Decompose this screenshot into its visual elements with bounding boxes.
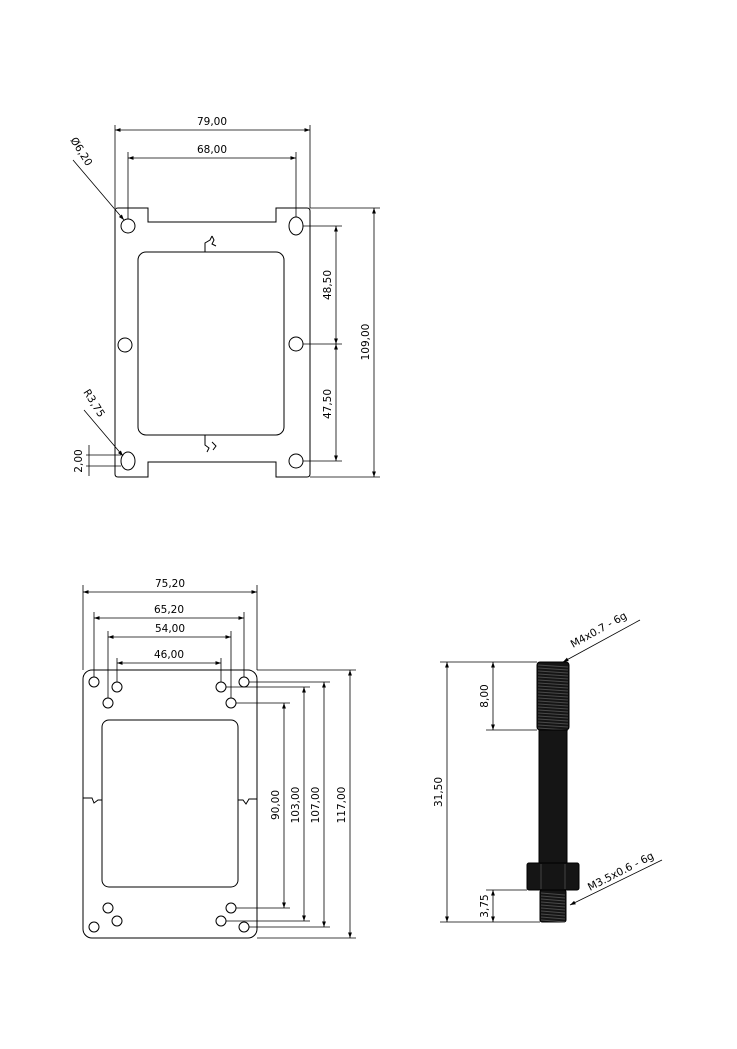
plate-b-hole-2 — [112, 682, 122, 692]
plate-b-hole-8 — [226, 903, 236, 913]
dim-65-label: 65,20 — [154, 604, 184, 616]
plate-b-hole-6 — [226, 698, 236, 708]
dim-2-label: 2,00 — [73, 449, 85, 472]
dim-diameter-leader — [73, 160, 124, 220]
plate-a-outline — [115, 208, 310, 477]
plate-a-hole-br — [289, 454, 303, 468]
plate-a-hole-mr — [289, 337, 303, 351]
dim-117-label: 117,00 — [336, 787, 348, 824]
dim-90-label: 90,00 — [270, 790, 282, 820]
plate-b-hole-11 — [89, 922, 99, 932]
plate-b: 75,20 65,20 54,00 46,00 90,00 103,00 107… — [83, 578, 356, 938]
plate-b-hole-3 — [216, 682, 226, 692]
dim-radius-label: R3,75 — [80, 387, 106, 419]
dim-107-label: 107,00 — [310, 787, 322, 824]
dim-radius-leader — [84, 410, 123, 456]
plate-b-window — [102, 720, 238, 887]
dim-109-label: 109,00 — [360, 324, 372, 361]
standoff-shaft — [539, 730, 567, 863]
dim-68-label: 68,00 — [197, 144, 227, 156]
standoff: 31,50 8,00 3,75 M4x0.7 - 6g M3.5x0.6 - 6… — [433, 610, 662, 922]
dim-48-label: 48,50 — [322, 270, 334, 300]
plate-b-hole-7 — [103, 903, 113, 913]
dim-47-label: 47,50 — [322, 389, 334, 419]
dim-31-label: 31,50 — [433, 777, 445, 807]
thread-bottom-spec: M3.5x0.6 - 6g — [586, 850, 656, 894]
plate-b-hole-12 — [239, 922, 249, 932]
plate-a-hook-bottom-2 — [212, 442, 216, 450]
thread-top-spec: M4x0.7 - 6g — [569, 610, 629, 651]
plate-a: 79,00 68,00 Ø6,20 48,50 47,50 109,00 R3,… — [67, 116, 380, 477]
plate-a-hook-top — [205, 236, 212, 252]
plate-a-hook-top-2 — [212, 236, 216, 246]
dim-46-label: 46,00 — [154, 649, 184, 661]
standoff-hex-collar — [527, 863, 579, 890]
plate-b-hole-4 — [239, 677, 249, 687]
dim-8-label: 8,00 — [479, 684, 491, 707]
plate-a-hole-tl — [121, 219, 135, 233]
dim-75-label: 75,20 — [155, 578, 185, 590]
dim-79-label: 79,00 — [197, 116, 227, 128]
plate-a-hole-ml — [118, 338, 132, 352]
plate-a-window — [138, 252, 284, 435]
plate-a-hook-bottom — [205, 435, 209, 452]
dim-54-label: 54,00 — [155, 623, 185, 635]
plate-b-hole-1 — [89, 677, 99, 687]
plate-b-outline — [83, 670, 257, 938]
plate-b-hole-9 — [112, 916, 122, 926]
plate-b-notch-right — [238, 799, 257, 804]
plate-b-hole-5 — [103, 698, 113, 708]
plate-a-hole-tr — [289, 217, 303, 235]
dim-diameter-label: Ø6,20 — [67, 135, 94, 168]
plate-b-hole-10 — [216, 916, 226, 926]
dim-103-label: 103,00 — [290, 787, 302, 824]
plate-b-notch-left — [83, 798, 102, 803]
plate-a-hole-bl — [121, 452, 135, 470]
dim-3-label: 3,75 — [479, 894, 491, 917]
